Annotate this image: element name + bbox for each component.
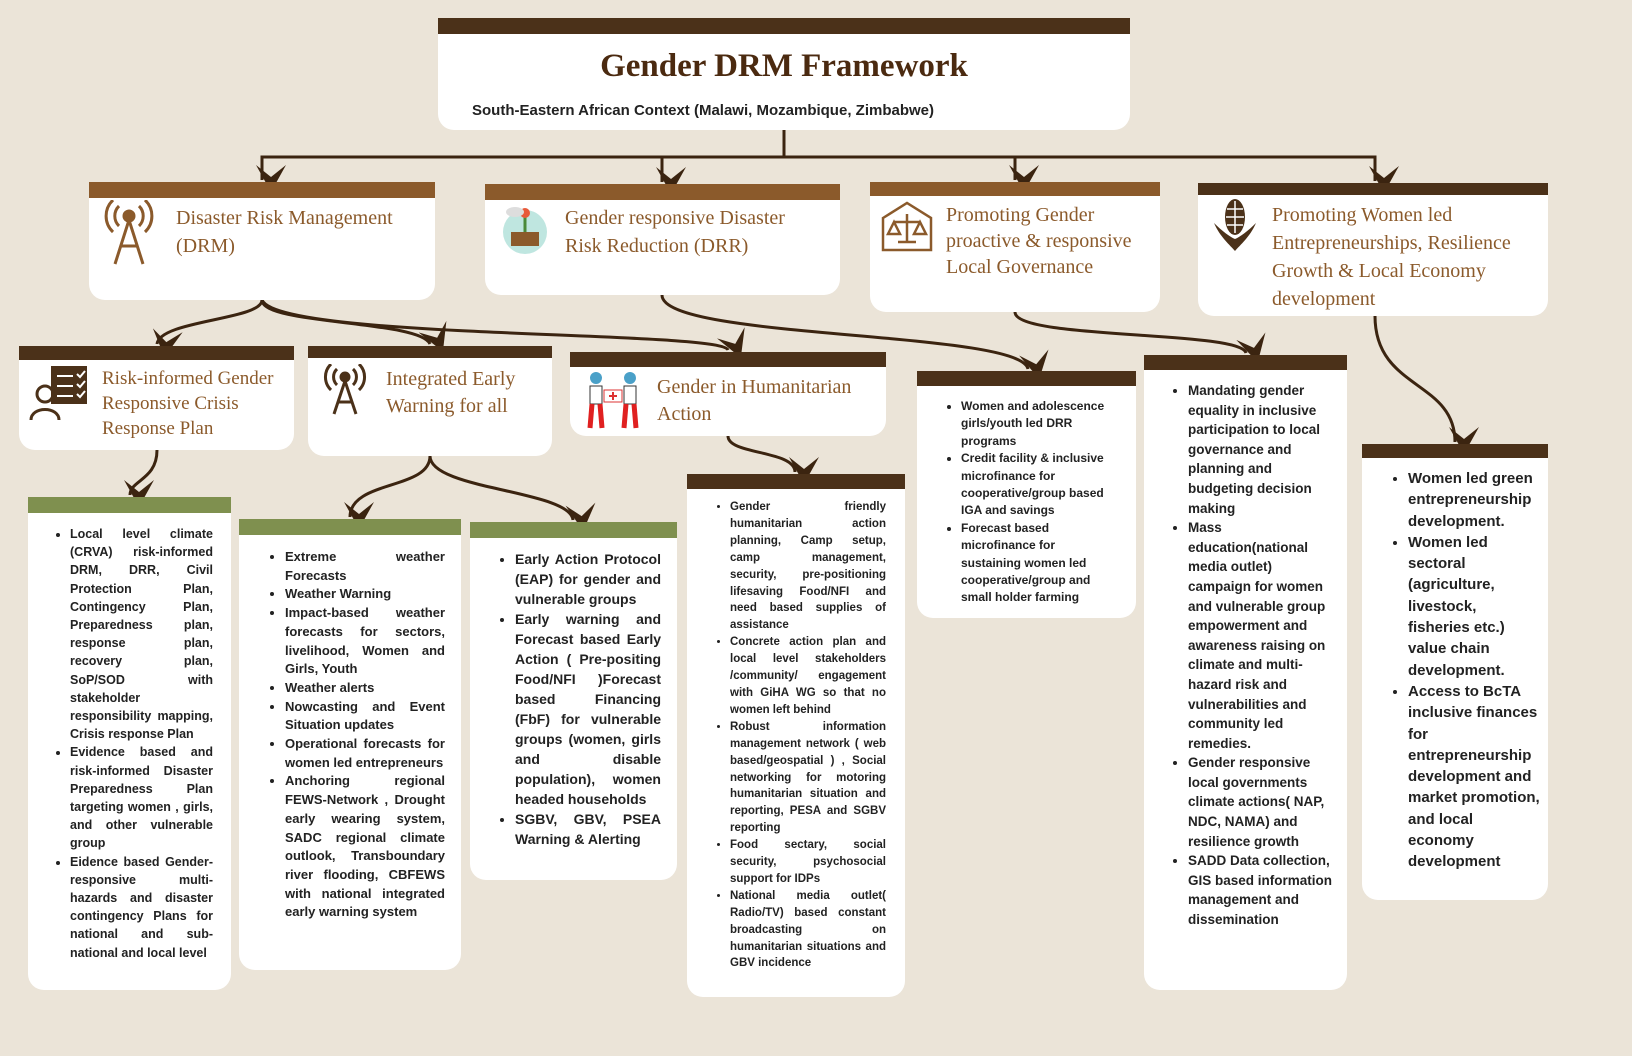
radio-tower-icon bbox=[324, 364, 366, 415]
list-item: SADD Data collection, GIS based informat… bbox=[1188, 851, 1334, 929]
crisis-list-card: Local level climate (CRVA) risk-informed… bbox=[28, 497, 231, 990]
card-bar bbox=[485, 184, 840, 200]
list-item: Women and adolescence girls/youth led DR… bbox=[961, 398, 1113, 450]
list-item: Early warning and Forecast based Early A… bbox=[515, 609, 661, 809]
warning-list-card-2: Early Action Protocol (EAP) for gender a… bbox=[470, 522, 677, 880]
page-subtitle: South-Eastern African Context (Malawi, M… bbox=[472, 102, 934, 119]
drr-list-card: Women and adolescence girls/youth led DR… bbox=[917, 371, 1136, 618]
warning2-bullet-list: Early Action Protocol (EAP) for gender a… bbox=[473, 549, 661, 849]
list-item: Robust information management network ( … bbox=[730, 719, 886, 837]
list-item: Mandating gender equality in inclusive p… bbox=[1188, 381, 1334, 518]
humanitarian-card: Gender in Humanitarian Action bbox=[570, 352, 886, 436]
drm-card: Disaster Risk Management (DRM) bbox=[89, 182, 435, 300]
page-title: Gender DRM Framework bbox=[600, 48, 968, 84]
list-item: Extreme weather Forecasts bbox=[285, 548, 445, 585]
card-bar bbox=[687, 474, 905, 489]
list-item: Mass education(national media outlet) ca… bbox=[1188, 518, 1334, 753]
corn-icon bbox=[1214, 199, 1256, 251]
crisis-plan-heading: Risk-informed Gender Responsive Crisis R… bbox=[102, 368, 274, 439]
list-item: Women led sectoral (agriculture, livesto… bbox=[1408, 532, 1542, 681]
warning-list-card-1: Extreme weather ForecastsWeather Warning… bbox=[239, 519, 461, 970]
list-item: Concrete action plan and local level sta… bbox=[730, 634, 886, 719]
card-bar bbox=[19, 346, 294, 360]
humanitarian-bullet-list: Gender friendly humanitarian action plan… bbox=[688, 499, 886, 972]
crisis-bullet-list: Local level climate (CRVA) risk-informed… bbox=[28, 525, 213, 962]
drr-bullet-list: Women and adolescence girls/youth led DR… bbox=[919, 398, 1113, 607]
card-bar bbox=[1198, 183, 1548, 195]
women-entrepreneurship-heading: Promoting Women led Entrepreneurships, R… bbox=[1272, 204, 1511, 310]
card-bar bbox=[1362, 444, 1548, 458]
list-item: Gender responsive local governments clim… bbox=[1188, 753, 1334, 851]
list-item: Women led green entrepreneurship develop… bbox=[1408, 468, 1542, 532]
card-bar bbox=[28, 497, 231, 513]
list-item: National media outlet( Radio/TV) based c… bbox=[730, 888, 886, 973]
title-card: Gender DRM Framework South-Eastern Afric… bbox=[438, 18, 1130, 130]
list-item: Evidence based and risk-informed Disaste… bbox=[70, 743, 213, 852]
radio-tower-icon bbox=[104, 200, 154, 265]
card-bar bbox=[239, 519, 461, 535]
humanitarian-heading: Gender in Humanitarian Action bbox=[657, 376, 852, 425]
list-item: Access to BcTA inclusive finances for en… bbox=[1408, 681, 1542, 873]
list-item: Early Action Protocol (EAP) for gender a… bbox=[515, 549, 661, 609]
card-bar bbox=[917, 371, 1136, 386]
plant-icon bbox=[503, 207, 547, 254]
checklist-icon bbox=[29, 366, 87, 421]
list-item: Anchoring regional FEWS-Network , Drough… bbox=[285, 772, 445, 922]
early-warning-card: Integrated Early Warning for all bbox=[308, 346, 552, 456]
governance-heading: Promoting Gender proactive & responsive … bbox=[946, 204, 1132, 278]
women-list-card: Women led green entrepreneurship develop… bbox=[1362, 444, 1548, 900]
card-bar bbox=[470, 522, 677, 538]
card-bar bbox=[1144, 355, 1347, 370]
list-item: Food sectary, social security, psychosoc… bbox=[730, 837, 886, 888]
list-item: Eidence based Gender-responsive multi-ha… bbox=[70, 853, 213, 962]
governance-list-card: Mandating gender equality in inclusive p… bbox=[1144, 355, 1347, 990]
governance-bullet-list: Mandating gender equality in inclusive p… bbox=[1146, 381, 1334, 930]
drr-heading: Gender responsive Disaster Risk Reductio… bbox=[565, 207, 785, 257]
card-bar bbox=[308, 346, 552, 358]
card-bar bbox=[89, 182, 435, 198]
aid-workers-icon bbox=[587, 372, 639, 429]
card-bar bbox=[870, 182, 1160, 196]
drm-heading: Disaster Risk Management (DRM) bbox=[176, 207, 393, 257]
humanitarian-list-card: Gender friendly humanitarian action plan… bbox=[687, 474, 905, 997]
governance-card: Promoting Gender proactive & responsive … bbox=[870, 182, 1160, 312]
title-bar bbox=[438, 18, 1130, 34]
early-warning-heading: Integrated Early Warning for all bbox=[386, 368, 516, 417]
list-item: Nowcasting and Event Situation updates bbox=[285, 698, 445, 735]
list-item: Weather alerts bbox=[285, 679, 445, 698]
scales-icon bbox=[881, 201, 933, 252]
women-entrepreneurship-card: Promoting Women led Entrepreneurships, R… bbox=[1198, 183, 1548, 316]
list-item: Gender friendly humanitarian action plan… bbox=[730, 499, 886, 634]
warning1-bullet-list: Extreme weather ForecastsWeather Warning… bbox=[243, 548, 445, 922]
list-item: Impact-based weather forecasts for secto… bbox=[285, 604, 445, 679]
list-item: Local level climate (CRVA) risk-informed… bbox=[70, 525, 213, 743]
list-item: Credit facility & inclusive microfinance… bbox=[961, 450, 1113, 520]
list-item: SGBV, GBV, PSEA Warning & Alerting bbox=[515, 809, 661, 849]
list-item: Weather Warning bbox=[285, 585, 445, 604]
list-item: Operational forecasts for women led entr… bbox=[285, 735, 445, 772]
list-item: Forecast based microfinance for sustaini… bbox=[961, 520, 1113, 607]
women-bullet-list: Women led green entrepreneurship develop… bbox=[1366, 468, 1542, 873]
card-bar bbox=[570, 352, 886, 367]
crisis-plan-card: Risk-informed Gender Responsive Crisis R… bbox=[19, 346, 294, 450]
drr-card: Gender responsive Disaster Risk Reductio… bbox=[485, 184, 840, 295]
